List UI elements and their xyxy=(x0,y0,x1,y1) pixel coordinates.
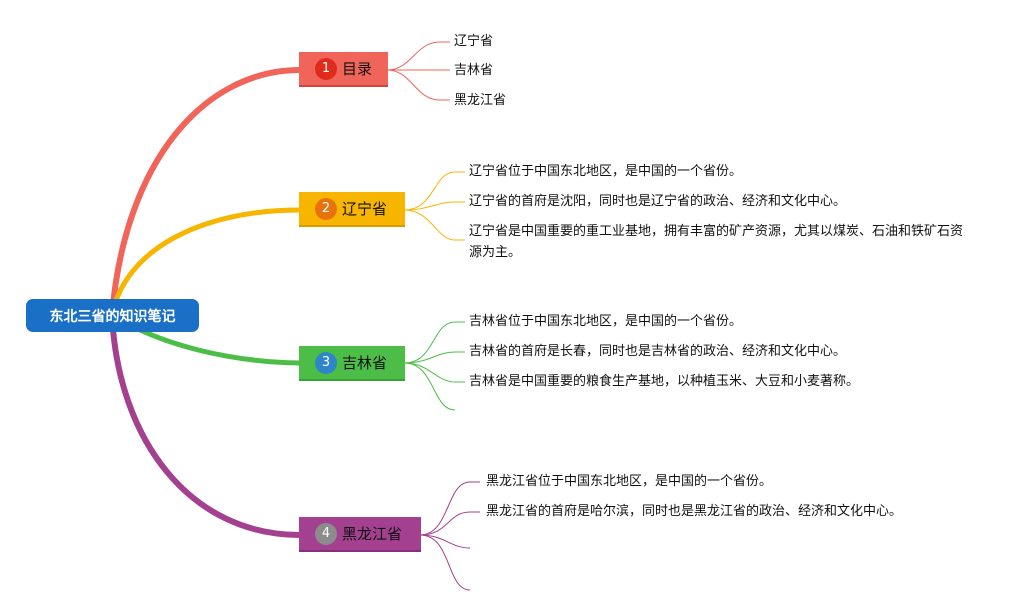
branch-label: 目录 xyxy=(342,60,373,78)
branch-node-heilongjiang[interactable]: 4 黑龙江省 xyxy=(299,517,421,552)
root-node[interactable]: 东北三省的知识笔记 xyxy=(26,299,199,332)
leaf-heilongjiang-1[interactable]: 黑龙江省位于中国东北地区，是中国的一个省份。 xyxy=(486,474,773,489)
fan-branch-1 xyxy=(386,41,450,101)
branch-label: 吉林省 xyxy=(342,354,388,372)
root-node-label: 东北三省的知识笔记 xyxy=(49,308,176,325)
branch-label: 黑龙江省 xyxy=(342,525,403,543)
fan-branch-2 xyxy=(403,171,465,241)
fan-branch-4 xyxy=(419,481,480,591)
fan-branch-3 xyxy=(403,321,465,411)
leaf-liaoning-1[interactable]: 辽宁省位于中国东北地区，是中国的一个省份。 xyxy=(469,164,743,179)
number-badge-1: 1 xyxy=(315,57,337,80)
leaf-contents-3[interactable]: 黑龙江省 xyxy=(454,93,507,108)
branch-node-contents[interactable]: 1 目录 xyxy=(299,52,388,87)
number-badge-3: 3 xyxy=(315,351,337,374)
branch-node-jilin[interactable]: 3 吉林省 xyxy=(299,346,405,381)
leaf-liaoning-3[interactable]: 辽宁省是中国重要的重工业基地，拥有丰富的矿产资源，尤其以煤炭、石油和铁矿石资源为… xyxy=(469,224,964,260)
leaf-jilin-3[interactable]: 吉林省是中国重要的粮食生产基地，以种植玉米、大豆和小麦著称。 xyxy=(469,374,860,389)
leaf-liaoning-2[interactable]: 辽宁省的首府是沈阳，同时也是辽宁省的政治、经济和文化中心。 xyxy=(469,194,847,209)
connector-root-branch-4 xyxy=(109,312,303,538)
leaf-contents-1[interactable]: 辽宁省 xyxy=(454,34,494,49)
leaf-contents-2[interactable]: 吉林省 xyxy=(454,63,494,78)
leaf-heilongjiang-2[interactable]: 黑龙江省的首府是哈尔滨，同时也是黑龙江省的政治、经济和文化中心。 xyxy=(486,504,903,519)
connector-root-branch-2 xyxy=(109,207,303,318)
leaf-jilin-2[interactable]: 吉林省的首府是长春，同时也是吉林省的政治、经济和文化中心。 xyxy=(469,344,847,359)
branch-node-liaoning[interactable]: 2 辽宁省 xyxy=(299,192,405,227)
number-badge-2: 2 xyxy=(315,197,337,220)
connector-root-branch-1 xyxy=(109,67,303,318)
number-badge-4: 4 xyxy=(315,522,337,545)
branch-label: 辽宁省 xyxy=(342,200,388,218)
leaf-jilin-1[interactable]: 吉林省位于中国东北地区，是中国的一个省份。 xyxy=(469,314,743,329)
